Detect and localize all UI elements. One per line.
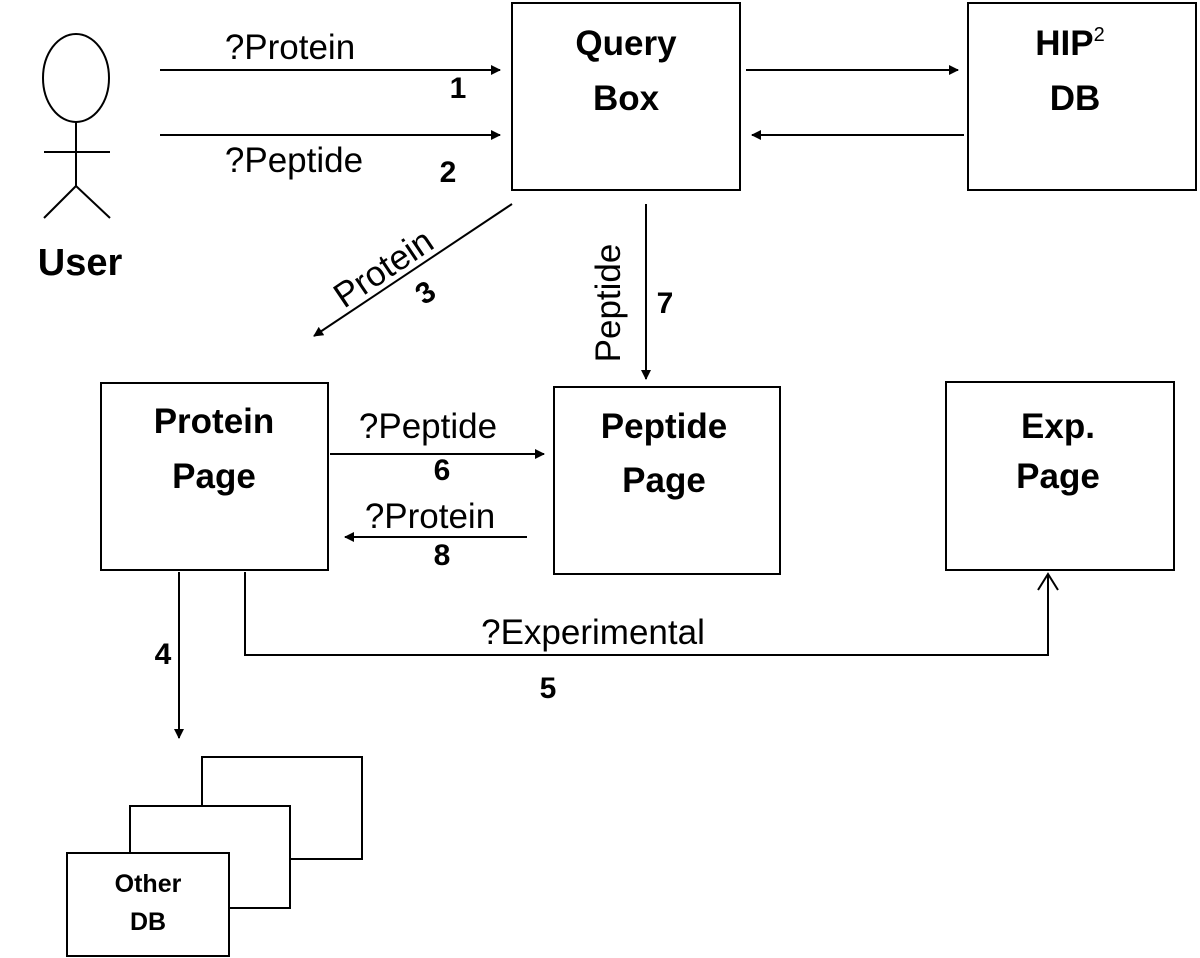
edge-6-label: ?Peptide xyxy=(359,407,497,446)
edge-7-step: 7 xyxy=(657,287,674,320)
edge-1-step: 1 xyxy=(450,72,467,105)
edge-6-peptide: ?Peptide 6 xyxy=(330,407,545,487)
edge-5-experimental: ?Experimental 5 xyxy=(244,572,1059,705)
exp-page-title-line1: Exp. xyxy=(1021,407,1095,446)
edge-8-step: 8 xyxy=(434,539,451,572)
query-box-node: Query Box xyxy=(511,2,741,191)
hip-db-title-line2: DB xyxy=(1050,79,1101,118)
protein-page-title-line1: Protein xyxy=(154,402,275,441)
edge-2-step: 2 xyxy=(440,156,457,189)
edge-1-protein-query: ?Protein 1 xyxy=(160,28,501,105)
query-box-title-line1: Query xyxy=(575,24,677,63)
edge-7-label: Peptide xyxy=(589,244,628,363)
protein-page-node: Protein Page xyxy=(100,382,329,571)
other-db-node: Other DB xyxy=(66,756,363,957)
edge-3-step: 3 xyxy=(410,275,442,312)
protein-page-title-line2: Page xyxy=(172,457,256,496)
edge-5-label: ?Experimental xyxy=(481,613,705,652)
peptide-page-title-line1: Peptide xyxy=(601,407,727,446)
edge-6-step: 6 xyxy=(434,454,451,487)
edge-4-other-db: 4 xyxy=(155,572,184,739)
edge-2-label: ?Peptide xyxy=(225,141,363,180)
edge-4-step: 4 xyxy=(155,638,172,671)
hip-db-title-line1: HIP2 xyxy=(1035,24,1104,63)
other-db-title-line1: Other xyxy=(115,870,182,898)
query-box-title-line2: Box xyxy=(593,79,660,118)
edge-1-label: ?Protein xyxy=(225,28,355,67)
edge-3-protein: Protein 3 xyxy=(313,203,513,337)
user-actor-icon xyxy=(42,33,111,219)
other-db-title-line2: DB xyxy=(130,908,166,936)
edge-5-step: 5 xyxy=(540,672,557,705)
edge-8-protein: ?Protein 8 xyxy=(344,497,527,572)
peptide-page-node: Peptide Page xyxy=(553,386,781,575)
edge-2-peptide-query: ?Peptide 2 xyxy=(160,130,501,189)
edge-8-label: ?Protein xyxy=(365,497,495,536)
exp-page-title-line2: Page xyxy=(1016,457,1100,496)
exp-page-node: Exp. Page xyxy=(945,381,1175,571)
user-label: User xyxy=(38,242,123,284)
peptide-page-title-line2: Page xyxy=(622,461,706,500)
hip-db-superscript: 2 xyxy=(1094,24,1105,46)
hip-db-node: HIP2 DB xyxy=(967,2,1197,191)
edge-7-peptide: Peptide 7 xyxy=(589,204,674,380)
